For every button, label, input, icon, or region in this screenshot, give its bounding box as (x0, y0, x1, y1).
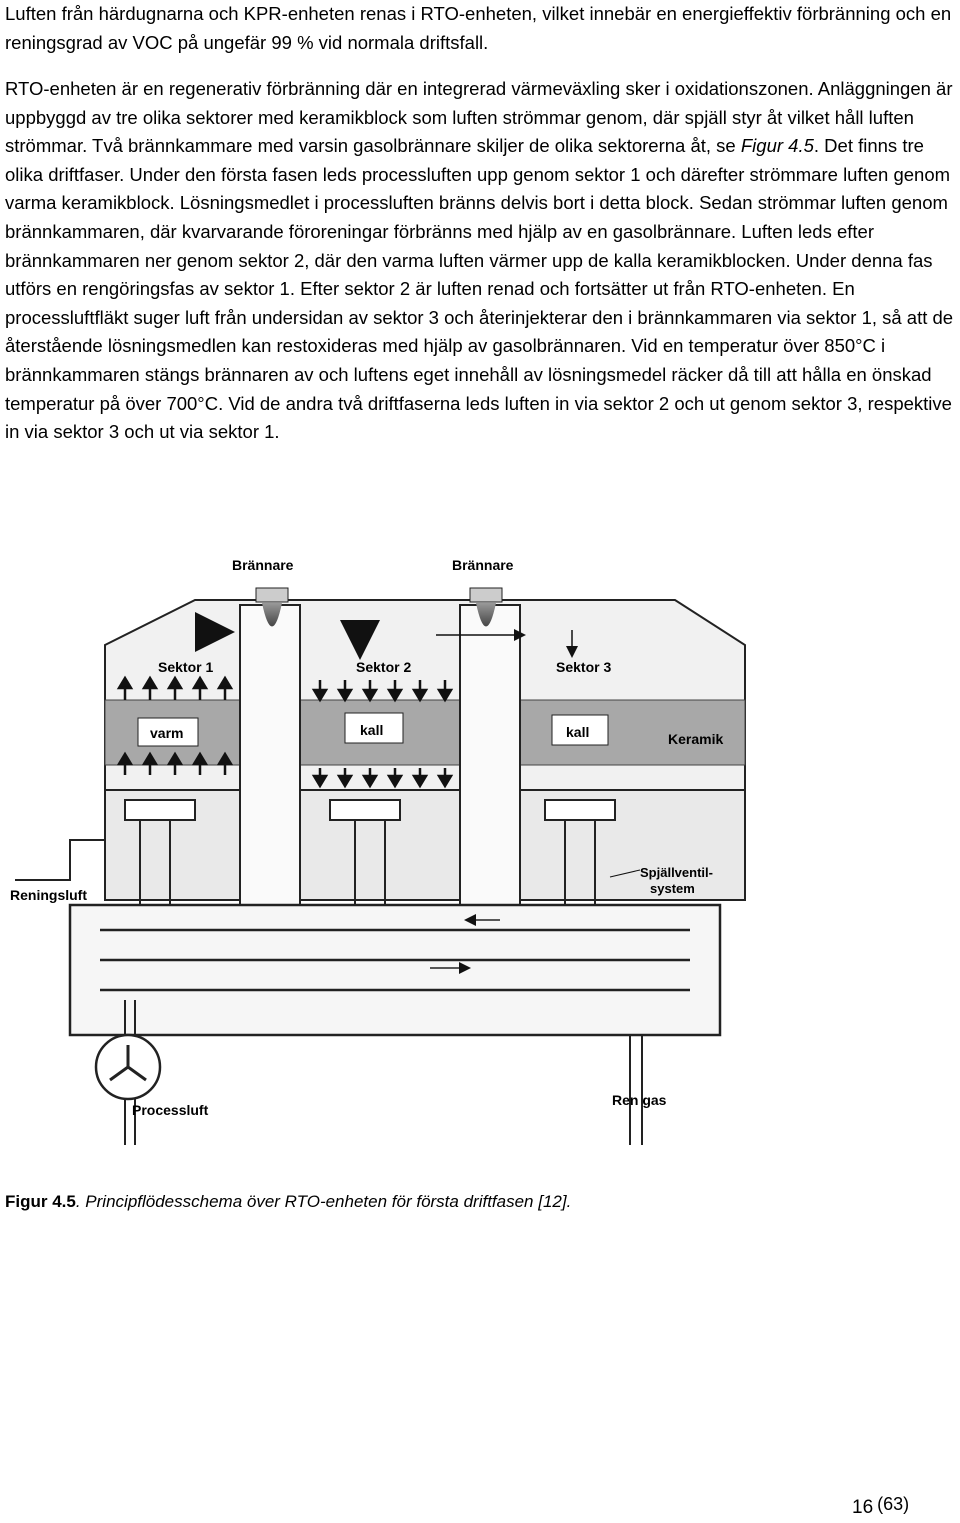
sector2-label: Sektor 2 (356, 659, 411, 675)
paragraph-rto-description: RTO-enheten är en regenerativ förbrännin… (5, 75, 957, 447)
paragraph-text-b: . Det finns tre olika driftfaser. Under … (5, 135, 954, 443)
valve-duct-system (124, 799, 616, 905)
block-kall-2-label: kall (566, 724, 589, 740)
process-air-label: Processluft (132, 1102, 209, 1118)
burner-left: Brännare (232, 557, 294, 627)
block-kall-1 (344, 712, 404, 744)
caption-text: . Principflödesschema över RTO-enheten f… (75, 1192, 572, 1211)
valve-label-1: Spjällventil- (640, 865, 713, 880)
clean-air-duct (15, 839, 105, 881)
flow-arrow-down-right (340, 620, 380, 660)
clean-air-label: Reningsluft (10, 887, 87, 903)
valve-leader-line (609, 869, 641, 878)
ceramic-label: Keramik (668, 731, 723, 747)
page-number-total: (63) (877, 1494, 910, 1514)
paragraph-intro-text: Luften från härdugnarna och KPR-enheten … (5, 3, 952, 53)
block-varm (137, 717, 199, 747)
burner-right-label: Brännare (452, 557, 514, 573)
burner-right: Brännare (452, 557, 514, 627)
block-kall-1-label: kall (360, 722, 383, 738)
sector2-down-arrows (311, 680, 454, 789)
sector1-label: Sektor 1 (158, 659, 213, 675)
process-air-fan: Processluft (94, 1000, 209, 1145)
paragraph-text-a: RTO-enheten är en regenerativ förbrännin… (5, 78, 953, 157)
lower-manifolds (68, 903, 722, 1037)
valve-label-2: system (650, 881, 695, 896)
burner-left-label: Brännare (232, 557, 294, 573)
page-number: 16(63) (852, 1494, 910, 1519)
caption-label: Figur 4.5 (5, 1192, 76, 1211)
rto-flow-diagram: Brännare Brännare Sektor 1 Sektor 2 Sekt… (10, 557, 746, 1145)
paragraph-intro: Luften från härdugnarna och KPR-enheten … (5, 0, 957, 57)
flow-arrow-up-right (195, 612, 235, 652)
rto-housing (104, 599, 746, 901)
sector1-up-arrows (116, 675, 234, 775)
block-varm-label: varm (150, 725, 183, 741)
page-number-current: 16 (852, 1497, 874, 1518)
figure-caption: Figur 4.5. Principflödesschema över RTO-… (5, 1192, 571, 1212)
sector3-label: Sektor 3 (556, 659, 611, 675)
block-kall-2 (551, 714, 609, 746)
clean-gas-outlet: Ren gas (612, 1035, 667, 1145)
clean-gas-label: Ren gas (612, 1092, 667, 1108)
figure-reference: Figur 4.5 (740, 135, 814, 157)
